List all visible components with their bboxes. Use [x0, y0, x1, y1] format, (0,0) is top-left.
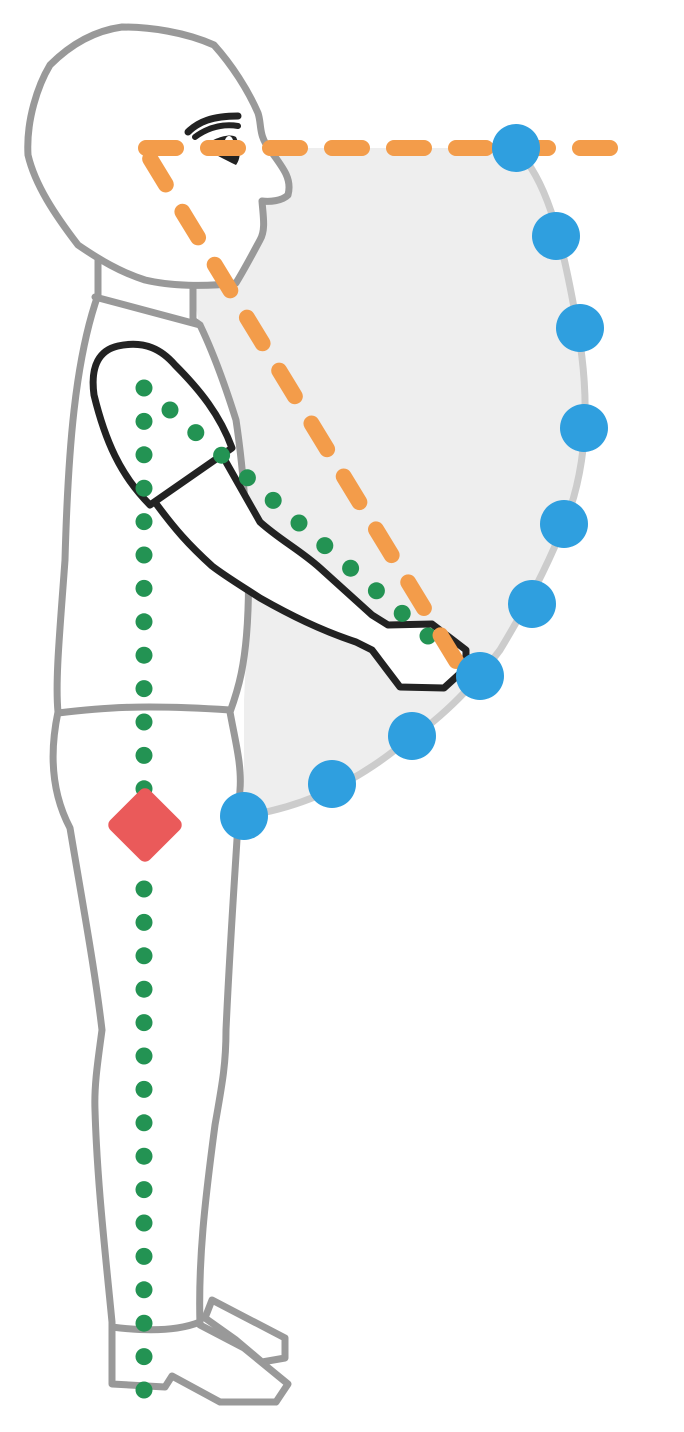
- arm-axis-dot: [419, 627, 437, 645]
- body-axis-dot: [135, 546, 153, 564]
- body-axis-dot: [135, 379, 153, 397]
- body-axis-dot: [135, 680, 153, 698]
- body-axis-dot: [135, 1214, 153, 1232]
- arm-axis-dot: [393, 604, 411, 622]
- arm-axis-dot: [316, 537, 334, 555]
- body-axis-dot: [135, 1080, 153, 1098]
- body-axis-dot: [135, 646, 153, 664]
- arm-axis-dot: [342, 559, 360, 577]
- arm-outline: [89, 340, 470, 692]
- arm-axis-dot: [238, 469, 256, 487]
- reach-points: [220, 124, 608, 840]
- blue-dot-icon: [220, 792, 268, 840]
- arm-axis-dot: [213, 446, 231, 464]
- body-axis-dot: [135, 880, 153, 898]
- arm-axis-dot: [161, 401, 179, 419]
- body-axis-dot: [135, 1147, 153, 1165]
- body-axis-dot: [135, 947, 153, 965]
- body-axis-dot: [135, 1314, 153, 1332]
- arm-axis-dot: [367, 582, 385, 600]
- arm-axis-dot: [187, 424, 205, 442]
- body-axis-dot: [135, 913, 153, 931]
- blue-dot-icon: [508, 580, 556, 628]
- body-axis-dotted-line: [135, 379, 153, 1399]
- arm-reach-dotted-line: [161, 401, 437, 645]
- blue-dot-icon: [308, 760, 356, 808]
- blue-dot-icon: [540, 500, 588, 548]
- body-axis-dot: [135, 1181, 153, 1199]
- body-axis-dot: [135, 713, 153, 731]
- body-axis-dot: [135, 1247, 153, 1265]
- body-axis-dot: [135, 412, 153, 430]
- body-axis-dot: [135, 1381, 153, 1399]
- body-axis-dot: [135, 746, 153, 764]
- body-axis-dot: [135, 446, 153, 464]
- blue-dot-icon: [532, 212, 580, 260]
- body-axis-dot: [135, 579, 153, 597]
- body-axis-dot: [135, 513, 153, 531]
- blue-dot-icon: [560, 404, 608, 452]
- arm-axis-dot: [290, 514, 308, 532]
- figure-head-outline: [24, 23, 293, 289]
- blue-dot-icon: [556, 304, 604, 352]
- blue-dot-icon: [456, 652, 504, 700]
- red-diamond-icon: [108, 788, 182, 862]
- body-axis-dot: [135, 479, 153, 497]
- blue-dot-icon: [388, 712, 436, 760]
- body-axis-dot: [135, 980, 153, 998]
- body-axis-dot: [135, 1014, 153, 1032]
- reach-zone-edge: [243, 145, 589, 820]
- body-axis-dot: [135, 1281, 153, 1299]
- body-axis-dot: [135, 1114, 153, 1132]
- arm-axis-dot: [264, 491, 282, 509]
- body-axis-dot: [135, 1047, 153, 1065]
- downward-sightline: [138, 144, 466, 672]
- reach-zone-area: [190, 148, 586, 816]
- body-axis-dot: [135, 613, 153, 631]
- body-axis-dot: [135, 1348, 153, 1366]
- blue-dot-icon: [492, 124, 540, 172]
